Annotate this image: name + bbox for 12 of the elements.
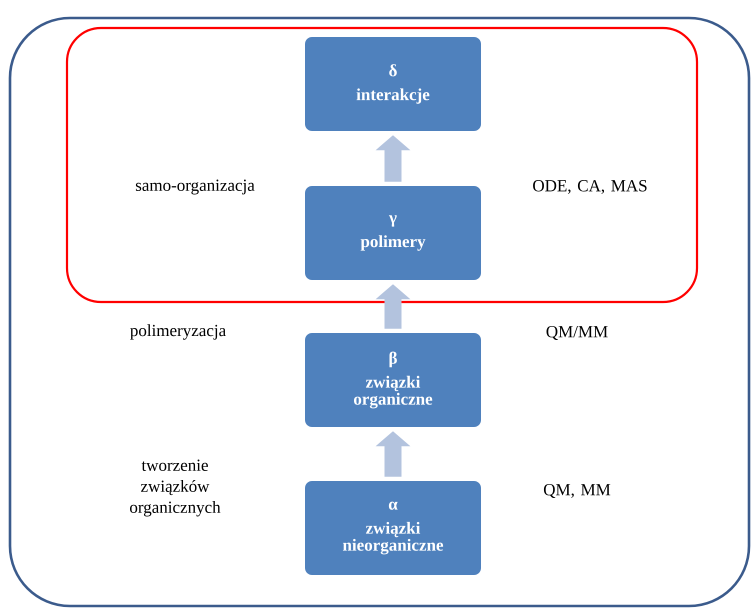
process-box: α związki nieorganiczne — [305, 481, 481, 575]
side-label: QM, MM — [544, 484, 610, 498]
process-box: γ polimery — [305, 186, 481, 280]
process-box: β związki organiczne — [305, 333, 481, 427]
process-box: δ interakcje — [305, 37, 481, 131]
side-label: QM/MM — [546, 326, 608, 340]
side-label: ODE, CA, MAS — [533, 180, 647, 194]
side-label: polimeryzacja — [130, 324, 226, 340]
side-label: tworzenie związków organicznych — [130, 460, 220, 516]
side-label: samo-organizacja — [136, 180, 255, 194]
frame — [8, 16, 750, 608]
group-frame — [66, 26, 698, 304]
